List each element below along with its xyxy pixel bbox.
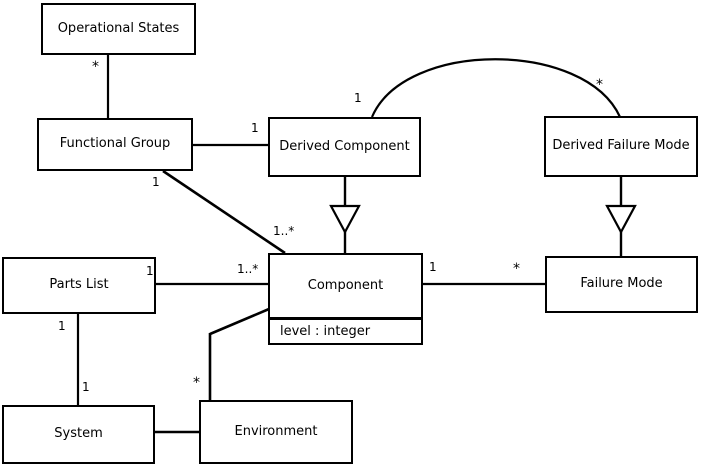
- multiplicity-parts-list-component-source: 1: [146, 264, 154, 278]
- edge-derived-component-derived-failure-mode: [370, 58, 622, 118]
- class-box-derived-failure-mode[interactable]: Derived Failure Mode: [544, 116, 698, 177]
- class-name-derived-component: Derived Component: [279, 138, 410, 154]
- edge-component-environment-diagonal: [209, 307, 270, 336]
- class-name-derived-failure-mode: Derived Failure Mode: [552, 138, 690, 154]
- class-attribute-component-level: level : integer: [270, 317, 421, 343]
- class-box-functional-group[interactable]: Functional Group: [37, 118, 193, 171]
- multiplicity-functional-group-derived-component: 1: [251, 121, 259, 135]
- class-name-system: System: [54, 426, 103, 442]
- class-box-environment[interactable]: Environment: [199, 400, 353, 464]
- multiplicity-component-failure-mode-source: 1: [429, 260, 437, 274]
- class-box-operational-states[interactable]: Operational States: [41, 3, 196, 55]
- edge-functional-group-component: [162, 169, 286, 255]
- multiplicity-functional-group-component-target: 1..*: [273, 224, 295, 238]
- multiplicity-component-environment: *: [193, 375, 200, 391]
- class-box-parts-list[interactable]: Parts List: [2, 257, 156, 314]
- multiplicity-derived-component-arc-source: 1: [354, 91, 362, 105]
- class-name-failure-mode: Failure Mode: [580, 276, 663, 292]
- class-box-component[interactable]: Component level : integer: [268, 253, 423, 345]
- multiplicity-functional-group-component-source: 1: [152, 175, 160, 189]
- class-name-functional-group: Functional Group: [59, 136, 171, 152]
- class-box-failure-mode[interactable]: Failure Mode: [545, 256, 698, 313]
- multiplicity-parts-list-system-source: 1: [58, 319, 66, 333]
- generalization-arrowhead-component: [329, 204, 361, 235]
- multiplicity-operational-states-functional-group: *: [92, 59, 99, 75]
- class-name-component: Component: [307, 277, 384, 293]
- generalization-arrowhead-failure-mode: [605, 204, 637, 235]
- multiplicity-parts-list-component-target: 1..*: [237, 262, 259, 276]
- class-name-operational-states: Operational States: [57, 20, 180, 36]
- multiplicity-component-failure-mode-target: *: [513, 261, 520, 277]
- multiplicity-parts-list-system-target: 1: [82, 380, 90, 394]
- class-name-parts-list: Parts List: [49, 277, 109, 293]
- class-box-system[interactable]: System: [2, 405, 155, 464]
- class-name-environment: Environment: [234, 423, 318, 439]
- multiplicity-derived-failure-mode-arc-target: *: [596, 77, 603, 93]
- class-box-derived-component[interactable]: Derived Component: [268, 117, 421, 177]
